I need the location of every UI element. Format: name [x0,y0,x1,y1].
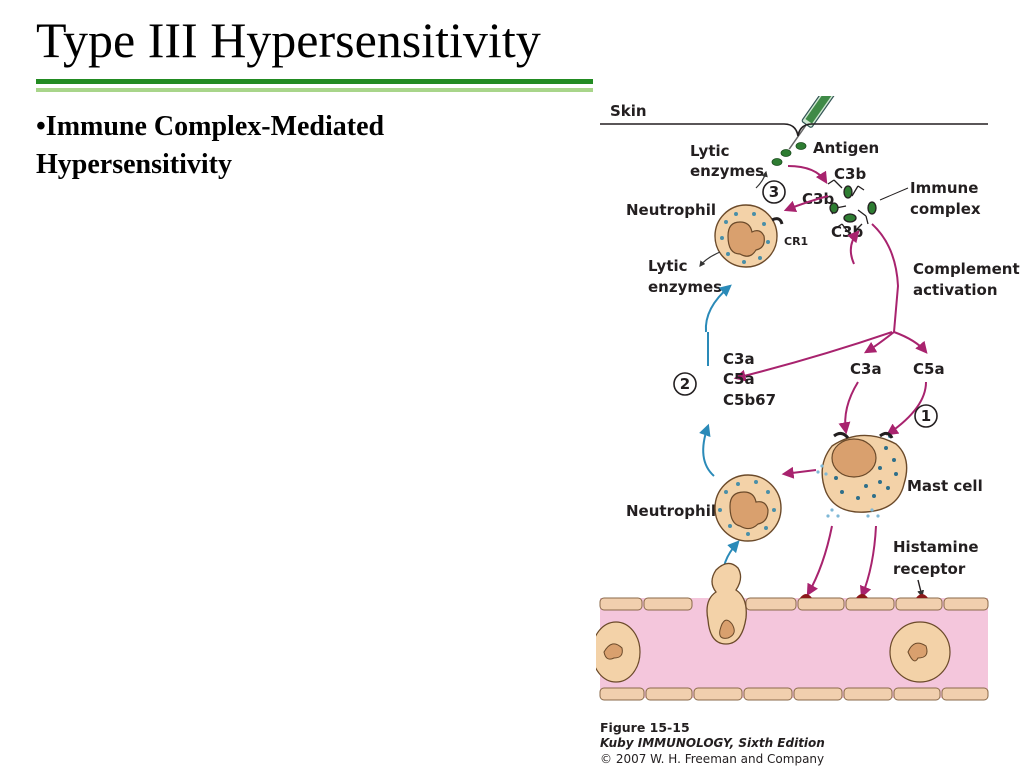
neutrophil-top [714,204,784,268]
c3b-label-top: C3b [834,165,866,183]
immune-complex-label-line2: complex [910,200,981,218]
antigen-to-complex-arrow [787,165,828,185]
figure-number: Figure 15-15 [600,720,690,735]
lytic-enzymes-mid-line2: enzymes [648,278,722,296]
neutrophil-bottom [714,474,782,542]
bullet-point: •Immune Complex-Mediated Hypersensitivit… [36,111,385,180]
mast-cell [816,431,908,518]
step-2-marker [673,372,697,396]
complement-pathway-line [871,223,900,333]
c5a-label: C5a [913,360,945,378]
step-1-marker [914,404,938,428]
complement-activation-line2: activation [913,281,998,299]
circulating-cell-right [889,621,951,683]
step-3-marker [762,180,786,204]
step-2-number: 2 [680,375,690,393]
skin-surface [600,123,988,137]
mediator-c3a: C3a [723,350,755,368]
immune-complex [827,179,877,233]
lytic-enzymes-mid-line1: Lytic [648,257,688,275]
c3a-label: C3a [850,360,882,378]
mediator-c5a: C5a [723,370,755,388]
histamine-receptors [800,594,928,598]
title-underline-dark [36,79,593,84]
skin-label: Skin [610,102,647,120]
slide-title: Type III Hypersensitivity [36,12,541,68]
chemotaxis-arrow-middle [699,423,715,477]
figure-copyright: © 2007 W. H. Freeman and Company [600,752,824,766]
lytic-enzymes-top-line2: enzymes [690,162,764,180]
lytic-enzymes-top-line1: Lytic [690,142,730,160]
type3-hypersensitivity-diagram: Skin Antigen C3b C3b C3b Immune complex … [596,96,1020,766]
mediator-c5b67: C5b67 [723,391,776,409]
histamine-receptor-line1: Histamine [893,538,979,556]
c3b-label-bottom: C3b [831,223,863,241]
neutrophil-top-label: Neutrophil [626,201,716,219]
mast-cell-label: Mast cell [907,477,983,495]
circulating-cell-left [596,621,641,683]
cr1-label: CR1 [784,235,808,248]
figure-source: Kuby IMMUNOLOGY, Sixth Edition [600,736,825,750]
step-3-number: 3 [769,183,779,201]
step-1-number: 1 [921,407,931,425]
histamine-receptor-line2: receptor [893,560,966,578]
complex-to-neutrophil-arrow [783,195,829,213]
chemotaxis-arrow-upper [704,284,732,333]
complement-activation-line1: Complement [913,260,1020,278]
extravasating-neutrophil [706,562,747,645]
neutrophil-bottom-label: Neutrophil [626,502,716,520]
immune-complex-label-line1: Immune [910,179,978,197]
antigen-particles [771,142,807,166]
antigen-label: Antigen [813,139,879,157]
title-underline-light [36,88,593,92]
